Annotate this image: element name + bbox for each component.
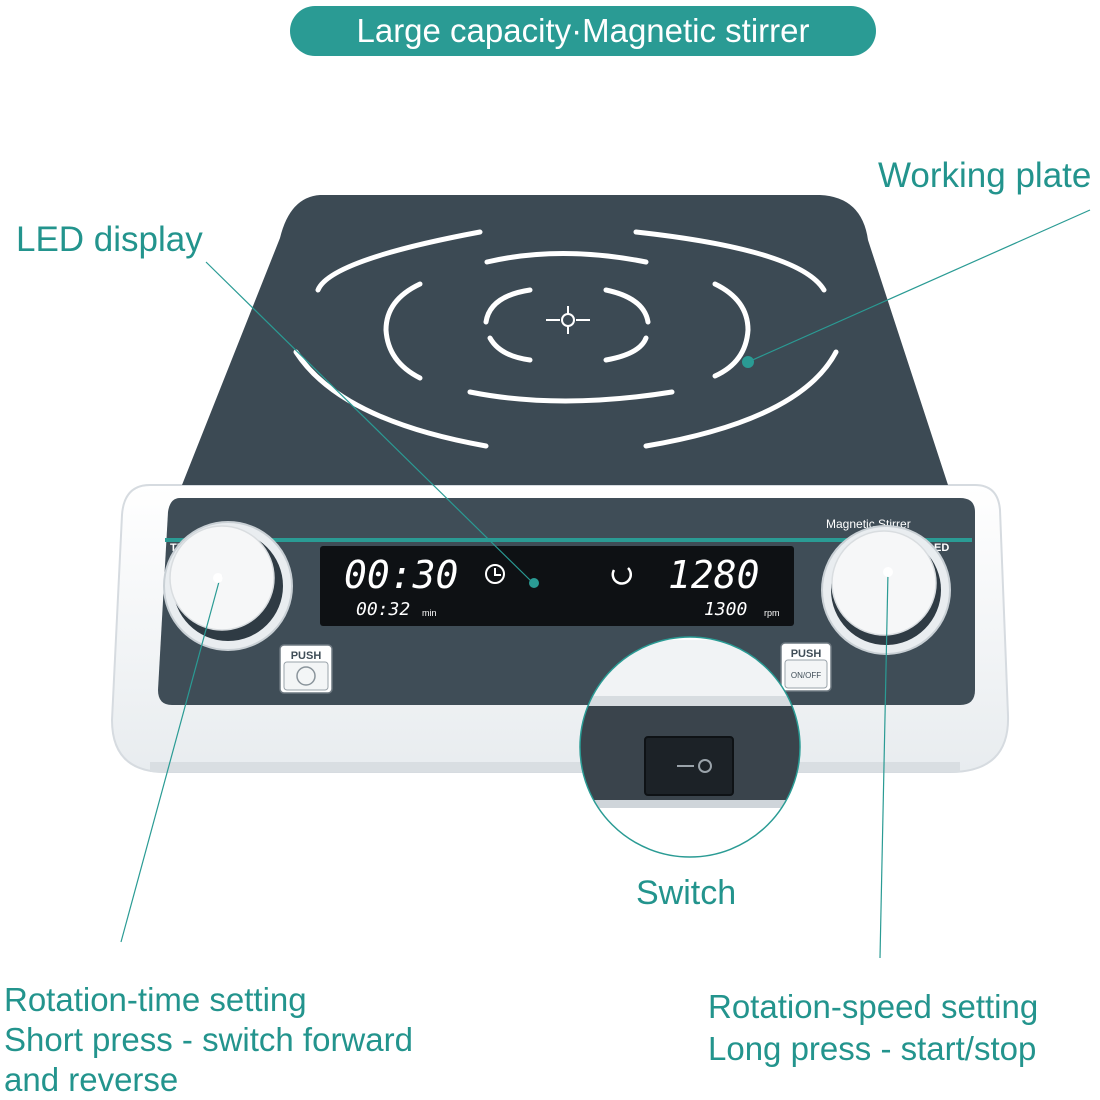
- display-time-unit: min: [422, 608, 437, 618]
- display-speed-main: 1280: [668, 553, 760, 597]
- clock-icon: [485, 564, 505, 584]
- left-knob-label: TI: [170, 542, 180, 554]
- label-rotation-time-line-3: and reverse: [4, 1061, 179, 1098]
- label-working-plate: Working plate: [878, 156, 1092, 195]
- left-push-circle-icon: [296, 666, 316, 686]
- display-speed-unit: rpm: [764, 608, 780, 618]
- display-speed-sub: 1300: [704, 599, 747, 620]
- right-push-button[interactable]: PUSH ON/OFF: [780, 642, 832, 692]
- label-rotation-speed: Rotation-speed setting Long press - star…: [708, 986, 1038, 1070]
- label-rotation-speed-line-2: Long press - start/stop: [708, 1030, 1037, 1067]
- center-crosshair-icon: [546, 306, 590, 334]
- label-rotation-time: Rotation-time setting Short press - swit…: [4, 980, 413, 1100]
- working-plate-pointer-dot: [742, 356, 754, 368]
- speed-knob[interactable]: [821, 525, 951, 655]
- rotation-icon: [611, 567, 633, 585]
- display-time-main: 00:30: [344, 553, 458, 597]
- right-push-label: PUSH: [791, 648, 822, 660]
- speed-knob-pointer-dot: [883, 567, 893, 577]
- time-knob-pointer-dot: [213, 573, 223, 583]
- led-display-pointer-dot: [529, 578, 539, 588]
- right-push-sublabel: ON/OFF: [791, 671, 821, 680]
- rocker-switch[interactable]: [644, 736, 734, 796]
- working-plate: [182, 195, 948, 485]
- left-push-label: PUSH: [291, 650, 322, 662]
- title-banner: Large capacity·Magnetic stirrer: [290, 6, 876, 56]
- label-rotation-speed-line-1: Rotation-speed setting: [708, 988, 1039, 1025]
- led-display: [320, 546, 794, 626]
- plate-rings: [293, 229, 839, 449]
- device-base-shadow: [150, 762, 960, 772]
- label-switch: Switch: [636, 874, 737, 912]
- label-led-display: LED display: [16, 220, 203, 259]
- display-time-sub: 00:32: [356, 599, 410, 620]
- label-rotation-time-line-1: Rotation-time setting: [4, 981, 307, 1018]
- label-rotation-time-line-2: Short press - switch forward: [4, 1021, 413, 1058]
- left-push-button[interactable]: PUSH: [279, 644, 333, 694]
- time-knob[interactable]: [163, 521, 293, 651]
- callout-lines: [120, 209, 1091, 959]
